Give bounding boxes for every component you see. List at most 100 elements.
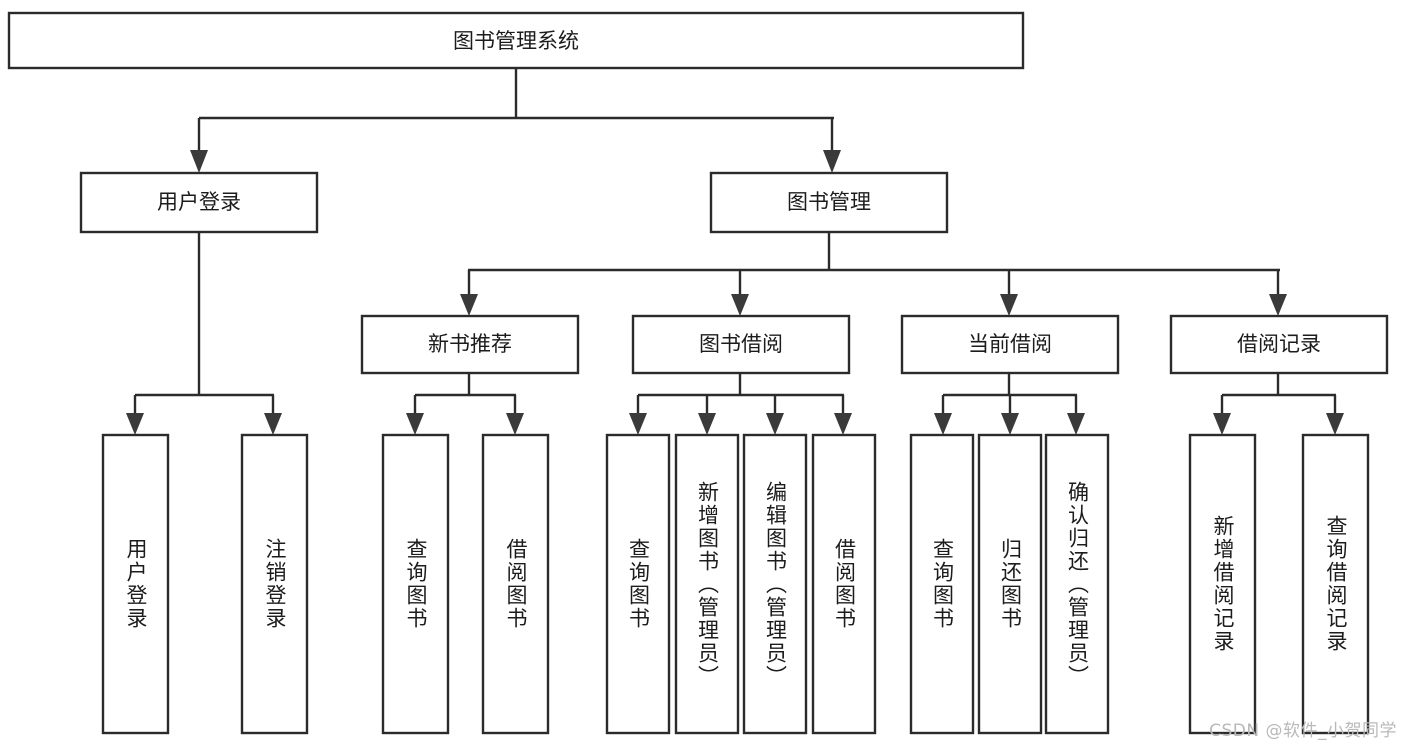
node-book-borrow-label: 图书借阅 <box>699 332 783 356</box>
leaf-confirm-return-label: 确认归还（管理员） <box>1065 480 1090 688</box>
leaf-add-book[interactable]: 新增图书（管理员） <box>674 433 740 735</box>
connector-group-current-borrow <box>934 373 1085 435</box>
node-book-manage-label: 图书管理 <box>787 190 871 214</box>
node-book-manage[interactable]: 图书管理 <box>709 171 949 234</box>
node-borrow-record-label: 借阅记录 <box>1237 332 1321 356</box>
leaf-query-book-3-box[interactable] <box>909 433 975 735</box>
node-new-book-recommend[interactable]: 新书推荐 <box>360 314 580 375</box>
arrow-borrow-record-leaf-0 <box>1213 413 1231 435</box>
leaf-add-book-box[interactable] <box>674 433 740 735</box>
leaf-query-record-box[interactable] <box>1301 433 1370 735</box>
leaf-user-login-label: 用户登录 <box>124 538 148 630</box>
connector-group-borrow-record <box>1213 373 1344 435</box>
leaf-add-record[interactable]: 新增借阅记录 <box>1188 433 1257 735</box>
leaf-return-book-label: 归还图书 <box>998 538 1023 630</box>
arrow-to-current-borrow <box>1000 294 1018 316</box>
arrow-book-borrow-leaf-2 <box>766 413 784 435</box>
arrow-borrow-record-leaf-1 <box>1326 413 1344 435</box>
arrow-root-to-book-manage <box>823 150 841 173</box>
arrow-user-login-leaf-1 <box>264 413 282 435</box>
leaf-borrow-book-1-text-area: 借阅图书 <box>504 538 528 630</box>
arrow-current-borrow-leaf-1 <box>1001 413 1019 435</box>
node-root[interactable]: 图书管理系统 <box>7 11 1025 70</box>
node-user-login-box[interactable] <box>79 171 319 234</box>
leaf-edit-book-label: 编辑图书（管理员） <box>763 480 788 688</box>
leaf-query-record[interactable]: 查询借阅记录 <box>1301 433 1370 735</box>
leaf-return-book-box[interactable] <box>977 433 1043 735</box>
node-user-login[interactable]: 用户登录 <box>79 171 319 234</box>
leaf-user-login-box[interactable] <box>101 433 170 735</box>
leaf-query-book-2-label: 查询图书 <box>626 538 651 630</box>
arrow-root-to-user-login <box>190 150 208 173</box>
node-book-manage-box[interactable] <box>709 171 949 234</box>
node-root-label: 图书管理系统 <box>453 29 579 53</box>
arrow-user-login-leaf-0 <box>126 413 144 435</box>
leaf-query-book-2-box[interactable] <box>605 433 671 735</box>
leaf-return-book[interactable]: 归还图书 <box>977 433 1043 735</box>
node-borrow-record-box[interactable] <box>1169 314 1389 375</box>
leaf-add-record-label: 新增借阅记录 <box>1211 515 1235 653</box>
node-new-book-recommend-box[interactable] <box>360 314 580 375</box>
leaf-query-book-2[interactable]: 查询图书 <box>605 433 671 735</box>
leaf-query-book-3-text-area: 查询图书 <box>930 538 955 630</box>
leaf-query-record-label: 查询借阅记录 <box>1324 515 1348 653</box>
leaf-edit-book-box[interactable] <box>742 433 808 735</box>
node-user-login-label: 用户登录 <box>157 190 241 214</box>
leaf-query-book-3[interactable]: 查询图书 <box>909 433 975 735</box>
leaf-return-book-text-area: 归还图书 <box>998 538 1023 630</box>
arrow-book-borrow-leaf-0 <box>629 413 647 435</box>
leaf-borrow-book-1-box[interactable] <box>481 433 550 735</box>
leaf-borrow-book-1[interactable]: 借阅图书 <box>481 433 550 735</box>
node-new-book-recommend-label: 新书推荐 <box>428 332 512 356</box>
leaf-borrow-book-2[interactable]: 借阅图书 <box>811 433 877 735</box>
arrow-current-borrow-leaf-2 <box>1067 413 1085 435</box>
node-borrow-record[interactable]: 借阅记录 <box>1169 314 1389 375</box>
leaf-query-book-1[interactable]: 查询图书 <box>381 433 450 735</box>
leaf-query-book-2-text-area: 查询图书 <box>626 538 651 630</box>
leaf-confirm-return-box[interactable] <box>1044 433 1110 735</box>
node-root-box[interactable] <box>7 11 1025 70</box>
node-book-borrow-box[interactable] <box>631 314 851 375</box>
leaf-edit-book-text-area: 编辑图书（管理员） <box>763 480 788 688</box>
leaf-user-login[interactable]: 用户登录 <box>101 433 170 735</box>
connector-group-user-login <box>126 232 282 435</box>
arrow-to-borrow-record <box>1269 294 1287 316</box>
leaf-logout-login[interactable]: 注销登录 <box>240 433 309 735</box>
node-current-borrow[interactable]: 当前借阅 <box>900 314 1120 375</box>
arrow-current-borrow-leaf-0 <box>934 413 952 435</box>
connector-group-root <box>190 68 841 173</box>
leaf-query-book-3-label: 查询图书 <box>930 538 955 630</box>
arrow-book-borrow-leaf-1 <box>698 413 716 435</box>
connector-group-book-borrow <box>629 373 852 435</box>
leaf-confirm-return-text-area: 确认归还（管理员） <box>1065 480 1090 688</box>
leaf-add-book-label: 新增图书（管理员） <box>695 480 720 688</box>
connector-group-book-manage <box>460 232 1287 316</box>
leaf-add-record-box[interactable] <box>1188 433 1257 735</box>
leaf-edit-book[interactable]: 编辑图书（管理员） <box>742 433 808 735</box>
leaf-borrow-book-1-label: 借阅图书 <box>504 538 528 630</box>
leaf-add-book-text-area: 新增图书（管理员） <box>695 480 720 688</box>
node-current-borrow-label: 当前借阅 <box>968 332 1052 356</box>
leaf-borrow-book-2-box[interactable] <box>811 433 877 735</box>
arrow-new-book-recommend-leaf-0 <box>406 413 424 435</box>
arrow-book-borrow-leaf-3 <box>834 413 852 435</box>
arrow-to-new-book-recommend <box>460 294 478 316</box>
leaf-borrow-book-2-text-area: 借阅图书 <box>832 538 857 630</box>
leaf-confirm-return[interactable]: 确认归还（管理员） <box>1044 433 1110 735</box>
arrow-new-book-recommend-leaf-1 <box>506 413 524 435</box>
leaf-logout-login-label: 注销登录 <box>263 538 287 630</box>
leaf-user-login-text-area: 用户登录 <box>124 538 148 630</box>
leaf-logout-login-text-area: 注销登录 <box>263 538 287 630</box>
connector-group-new-book-recommend <box>406 373 524 435</box>
leaf-borrow-book-2-label: 借阅图书 <box>832 538 857 630</box>
leaf-logout-login-box[interactable] <box>240 433 309 735</box>
leaf-query-book-1-box[interactable] <box>381 433 450 735</box>
node-book-borrow[interactable]: 图书借阅 <box>631 314 851 375</box>
leaf-query-book-1-label: 查询图书 <box>404 538 428 630</box>
leaf-query-record-text-area: 查询借阅记录 <box>1324 515 1348 653</box>
node-current-borrow-box[interactable] <box>900 314 1120 375</box>
arrow-to-book-borrow <box>731 294 749 316</box>
leaf-add-record-text-area: 新增借阅记录 <box>1211 515 1235 653</box>
